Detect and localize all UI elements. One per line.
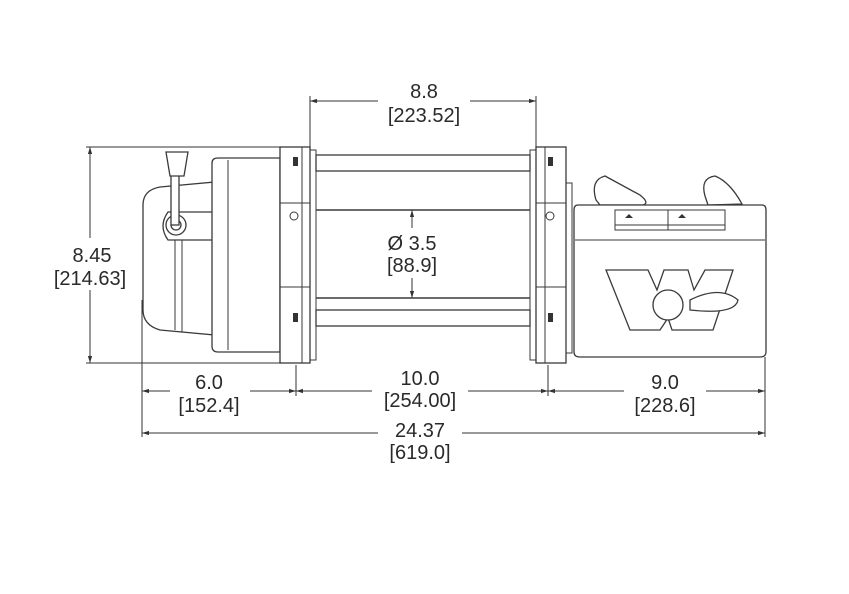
warn-logo bbox=[605, 269, 739, 331]
control-length-imperial: 9.0 bbox=[651, 372, 679, 394]
drum-diameter-metric: [88.9] bbox=[387, 255, 437, 277]
overall-length-metric: [619.0] bbox=[389, 442, 450, 464]
center-length-imperial: 10.0 bbox=[401, 368, 440, 390]
height-metric: [214.63] bbox=[54, 268, 126, 290]
control-box bbox=[573, 175, 767, 358]
control-length-metric: [228.6] bbox=[634, 395, 695, 417]
motor bbox=[142, 151, 281, 353]
drum bbox=[315, 154, 531, 327]
drum-diameter-imperial: Ø 3.5 bbox=[388, 233, 437, 255]
motor-length-imperial: 6.0 bbox=[195, 372, 223, 394]
left-end-plate bbox=[279, 146, 317, 364]
dimension-lines bbox=[86, 96, 766, 437]
drum-length-metric: [223.52] bbox=[388, 105, 460, 127]
right-end-plate bbox=[529, 146, 573, 364]
center-length-metric: [254.00] bbox=[384, 390, 456, 412]
overall-length-imperial: 24.37 bbox=[395, 420, 445, 442]
height-imperial: 8.45 bbox=[73, 245, 112, 267]
motor-length-metric: [152.4] bbox=[178, 395, 239, 417]
drum-length-imperial: 8.8 bbox=[410, 81, 438, 103]
